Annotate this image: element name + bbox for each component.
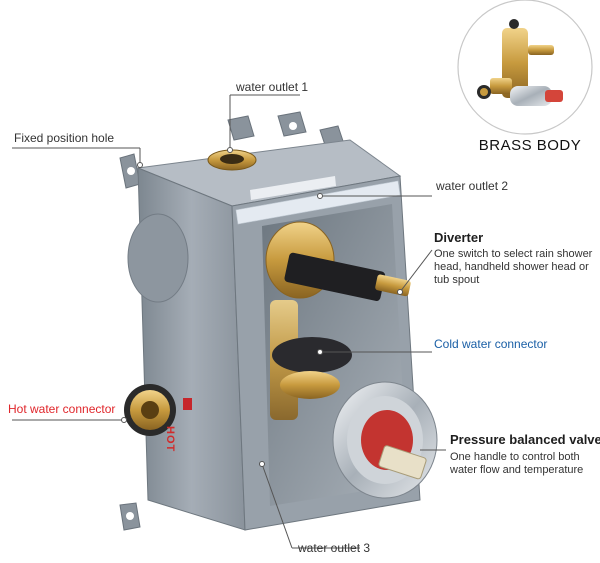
diverter-line-2: head, handheld shower head or — [434, 261, 589, 273]
pressure-valve-title: Pressure balanced valve — [450, 432, 600, 447]
diverter-description: One switch to select rain shower head, h… — [434, 248, 594, 287]
leader-lines — [12, 94, 446, 549]
internal-brass — [270, 300, 352, 420]
outlet-1-port — [207, 149, 257, 171]
label-water-outlet-2: water outlet 2 — [436, 179, 509, 193]
label-water-outlet-1: water outlet 1 — [236, 80, 309, 94]
label-fixed-position-hole: Fixed position hole — [14, 131, 115, 145]
pressure-valve-description: One handle to control both water flow an… — [450, 451, 595, 477]
pressure-line-2: water flow and temperature — [450, 464, 584, 476]
hot-body-mark: HOT — [164, 426, 176, 453]
hot-connector-port — [124, 384, 192, 436]
diverter-line-3: tub spout — [434, 274, 480, 286]
label-water-outlet-3: water outlet 3 — [298, 541, 371, 555]
diverter-title: Diverter — [434, 230, 484, 245]
brass-body-inset — [457, 0, 593, 135]
pressure-valve-cap — [332, 381, 438, 499]
pressure-line-1: One handle to control both — [450, 451, 580, 463]
leader-dots — [121, 147, 403, 467]
label-cold-water-connector: Cold water connector — [434, 337, 548, 351]
brass-body-title: BRASS BODY — [478, 137, 582, 154]
label-hot-water-connector: Hot water connector — [8, 402, 116, 416]
diverter-line-1: One switch to select rain shower — [434, 248, 593, 260]
